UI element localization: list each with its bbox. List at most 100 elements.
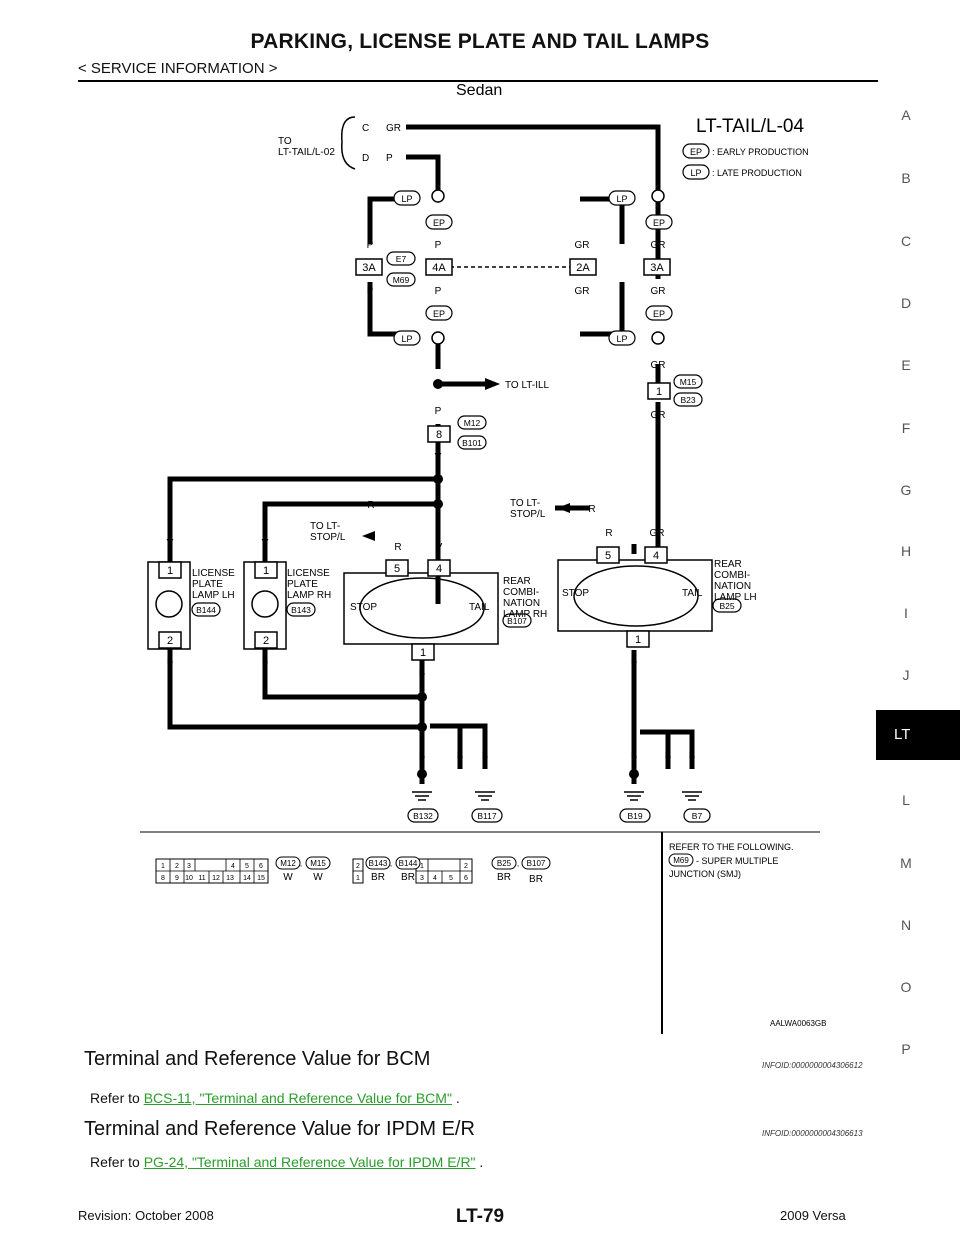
header-divider [78,80,878,82]
pin-2-lic-rh: 2 [263,635,269,647]
badge-lp: LP [401,194,412,204]
pin-16-2: 2 [175,863,179,870]
pin-3a-right: 3A [650,262,664,274]
pin-1-m15: 1 [656,386,662,398]
to-stop-line1: TO LT- [310,521,340,532]
lic-rh-line2: PLATE [287,579,318,590]
tail-rh: TAIL [469,602,490,613]
section-index-c[interactable]: C [900,233,912,249]
wire-gr: GR [651,240,666,251]
section-index-n[interactable]: N [900,917,912,933]
pin-1-lic-lh: 1 [167,565,173,577]
section-index-h[interactable]: H [900,543,912,559]
badge-ep: EP [653,309,665,319]
link-bcs-11[interactable]: BCS-11, "Terminal and Reference Value fo… [143,1090,452,1106]
pin-1-lic-rh: 1 [263,565,269,577]
wiring-diagram: 3A 4A 2A 3A 8 1 1 1 2 2 5 4 5 4 1 1 LP L… [140,84,826,1034]
section-index-b[interactable]: B [901,170,911,186]
color-br: BR [401,872,415,883]
wire-p: P [367,286,374,297]
rear-lh-line3: NATION [714,581,751,592]
wire-b: B [689,751,696,762]
legend-ep-badge: EP [690,147,702,157]
color-w: W [283,872,293,883]
conn-d: D [362,153,369,164]
footer-revision: Revision: October 2008 [78,1208,214,1223]
stop-rh: STOP [350,602,377,613]
footer-page-number: LT-79 [455,1206,505,1227]
legend-lp-text: : LATE PRODUCTION [712,168,802,178]
section-index-l[interactable]: L [902,792,910,808]
pin-3a-left: 3A [362,262,376,274]
pin-5-rh: 5 [394,563,400,575]
section-index-a[interactable]: A [901,107,911,123]
pin-2-lic-lh: 2 [167,635,173,647]
infoid-bcm: INFOID:0000000004306612 [762,1061,863,1070]
tail-lh: TAIL [682,588,703,599]
color-br: BR [529,874,543,885]
face-b25: B25 [497,859,512,868]
pin-16-13: 13 [226,875,234,882]
wire-b: B [262,656,269,667]
wire-p: P [367,240,374,251]
conn-e7: E7 [396,254,407,264]
wire-b: B [419,751,426,762]
link-pg-24[interactable]: PG-24, "Terminal and Reference Value for… [143,1154,476,1170]
face-m12: M12 [280,859,296,868]
section-index-m[interactable]: M [900,855,912,871]
pin-16-15: 15 [257,875,265,882]
lic-lh-line3: LAMP LH [192,590,235,601]
legend-ep-text: : EARLY PRODUCTION [712,147,809,157]
section-index-lt-active[interactable]: LT [876,710,960,760]
section-index-o[interactable]: O [900,979,912,995]
conn-b101: B101 [462,438,482,448]
wire-r: R [394,542,401,553]
pin-6-3: 3 [420,875,424,882]
wire-gr: GR [651,410,666,421]
refer-title: REFER TO THE FOLLOWING. [669,842,794,852]
rear-lh-line1: REAR [714,559,742,570]
wire-p: P [435,286,442,297]
wire-gr: GR [651,286,666,297]
pin-6-1: 1 [420,863,424,870]
infoid-ipdm: INFOID:0000000004306613 [762,1129,863,1138]
to-tail-id: LT-TAIL/L-02 [278,147,335,158]
badge-lp: LP [401,334,412,344]
ground-b132: B132 [413,811,433,821]
section-breadcrumb: < SERVICE INFORMATION > [78,60,278,77]
footer-model: 2009 Versa [780,1208,846,1223]
to-tail-label: TO [278,136,292,147]
wire-r: R [605,528,612,539]
section-index-f[interactable]: F [901,420,911,436]
pin-4-rh: 4 [436,563,442,575]
pin-16-6: 6 [259,863,263,870]
badge-ep: EP [653,218,665,228]
section-index-i[interactable]: I [904,605,908,621]
wire-gr-top: GR [386,123,401,134]
page-title: PARKING, LICENSE PLATE AND TAIL LAMPS [250,30,710,53]
pin-6-6: 6 [464,875,468,882]
badge-lp: LP [616,194,627,204]
section-index-e[interactable]: E [901,357,911,373]
wire-v: V [262,538,269,549]
wire-p: P [435,406,442,417]
refer-m69-badge: M69 [673,856,689,865]
refer-bcm: Refer to BCS-11, "Terminal and Reference… [90,1090,460,1106]
pin-4-lh: 4 [653,550,659,562]
section-index-j[interactable]: J [902,667,910,683]
section-index-g[interactable]: G [900,482,912,498]
badge-ep: EP [433,309,445,319]
badge-ep: EP [433,218,445,228]
wire-b: B [631,656,638,667]
section-index-d[interactable]: D [900,295,912,311]
diagram-id: LT-TAIL/L-04 [696,116,804,137]
pin-4a: 4A [432,262,446,274]
lic-rh-line3: LAMP RH [287,590,331,601]
wire-b: B [665,751,672,762]
to-lt-ill: TO LT-ILL [505,380,550,391]
stop-lh: STOP [562,588,589,599]
diagram-caption: Sedan [456,84,502,99]
pin-2v-1: 1 [356,875,360,882]
pin-5-lh: 5 [605,550,611,562]
section-index-p[interactable]: P [901,1041,911,1057]
